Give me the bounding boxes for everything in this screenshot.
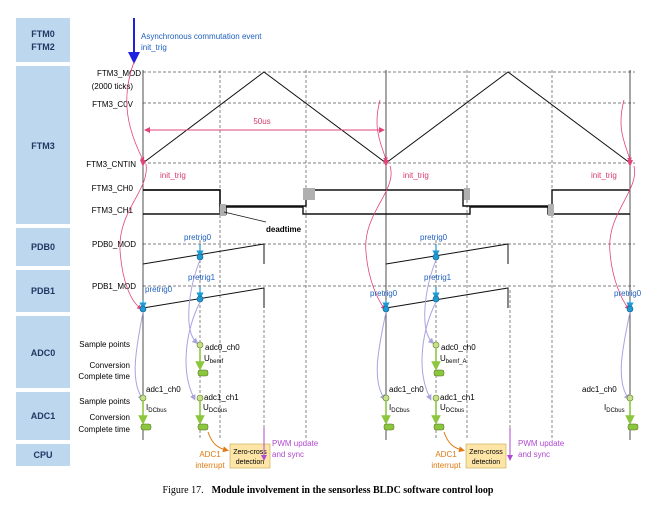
idcbus-label-1: IDCbus bbox=[146, 403, 167, 414]
adc0-samples bbox=[195, 341, 445, 377]
init-trig-label-3: init_trig bbox=[591, 171, 617, 180]
pdb-to-adc-curves bbox=[134, 259, 631, 401]
pwm-update-label-2: PWM update bbox=[518, 439, 565, 448]
pdb0-pretrig0-label-2: pretrig0 bbox=[420, 233, 448, 242]
module-box-cpu bbox=[16, 444, 70, 466]
label-adc1-sample-points: Sample points bbox=[79, 397, 130, 406]
pdb1-pretrig1-label-2: pretrig1 bbox=[424, 273, 452, 282]
zero-cross-label-2a: Zero-cross bbox=[469, 449, 503, 456]
label-ftm3-cntin: FTM3_CNTIN bbox=[86, 160, 136, 169]
module-label-ftm0: FTM0 bbox=[31, 29, 55, 39]
label-ftm3-cov: FTM3_C0V bbox=[92, 100, 134, 109]
module-label-adc1: ADC1 bbox=[31, 411, 56, 421]
deadtime-box-5 bbox=[309, 188, 315, 200]
idcbus-label-3: IDCbus bbox=[604, 403, 625, 414]
ftm3-counter-waveform bbox=[142, 71, 631, 164]
label-pdb0-mod: PDB0_MOD bbox=[92, 240, 136, 249]
module-box-adc1 bbox=[16, 392, 70, 440]
commutation-lines bbox=[142, 70, 631, 440]
zero-cross-label-1a: Zero-cross bbox=[233, 449, 267, 456]
module-label-pdb1: PDB1 bbox=[31, 286, 55, 296]
idcbus-label-2: IDCbus bbox=[389, 403, 410, 414]
module-box-ftm0-ftm2 bbox=[16, 18, 70, 62]
zero-cross-label-2b: detection bbox=[472, 459, 501, 466]
pdb1-pretrig1-label-1: pretrig1 bbox=[188, 273, 216, 282]
label-adc0-sample-points: Sample points bbox=[79, 340, 130, 349]
udcbus-label-1: UDCbus bbox=[203, 403, 227, 414]
pdb1-pretrig0-label-2: pretrig0 bbox=[370, 289, 398, 298]
adc1-interrupt-label-1b: interrupt bbox=[195, 461, 225, 470]
module-box-ftm3 bbox=[16, 66, 70, 224]
period-label: 50us bbox=[253, 117, 270, 126]
label-ftm3-mod: FTM3_MOD bbox=[97, 69, 141, 78]
module-box-adc0 bbox=[16, 316, 70, 388]
deadtime-box-2 bbox=[303, 188, 309, 200]
adc1-interrupt-arrow-1 bbox=[207, 431, 229, 453]
label-adc1-complete-time: Complete time bbox=[78, 425, 130, 434]
label-ftm3-ch1: FTM3_CH1 bbox=[92, 206, 134, 215]
adc1-interrupt-label-2a: ADC1 bbox=[435, 450, 457, 459]
signal-labels: FTM3_MOD (2000 ticks) FTM3_C0V FTM3_CNTI… bbox=[78, 69, 141, 434]
adc1-ch1-label-1: adc1_ch1 bbox=[204, 393, 239, 402]
udcbus-label-2: UDCbus bbox=[440, 403, 464, 414]
ubemf-label: Ubemf bbox=[204, 354, 223, 365]
pdb1-waveform bbox=[142, 287, 509, 309]
label-ticks: (2000 ticks) bbox=[92, 82, 134, 91]
pdb1-pretrig0-label-1: pretrig0 bbox=[145, 285, 173, 294]
module-box-pdb1 bbox=[16, 270, 70, 312]
module-label-ftm2: FTM2 bbox=[31, 42, 55, 52]
module-label-pdb0: PDB0 bbox=[31, 242, 55, 252]
adc1-ch1-label-2: adc1_ch1 bbox=[440, 393, 475, 402]
module-label-adc0: ADC0 bbox=[31, 348, 56, 358]
adc0-ch0-label-2: adc0_ch0 bbox=[441, 343, 476, 352]
module-column: FTM0 FTM2 FTM3 PDB0 PDB1 ADC0 ADC1 CPU bbox=[16, 18, 70, 466]
module-label-ftm3: FTM3 bbox=[31, 141, 55, 151]
adc1-interrupt-label-2b: interrupt bbox=[431, 461, 461, 470]
ftm3-ch0-waveform bbox=[143, 189, 225, 213]
deadtime-label: deadtime bbox=[266, 225, 302, 234]
deadtime-box-1 bbox=[220, 204, 226, 216]
adc1-interrupt-arrow-2 bbox=[443, 431, 465, 453]
pwm-update-label-1: PWM update bbox=[272, 439, 319, 448]
init-trig-curves bbox=[119, 61, 636, 310]
init-trig-label-1: init_trig bbox=[160, 171, 186, 180]
module-box-pdb0 bbox=[16, 228, 70, 266]
label-adc1-conversion: Conversion bbox=[90, 413, 130, 422]
trigger-marker-1 bbox=[140, 160, 146, 167]
zero-cross-label-1b: detection bbox=[236, 459, 265, 466]
figure-caption: Figure 17.Module involvement in the sens… bbox=[163, 485, 494, 496]
async-init-trig-label: init_trig bbox=[141, 43, 167, 52]
adc1-interrupt-label-1a: ADC1 bbox=[199, 450, 221, 459]
label-adc0-complete-time: Complete time bbox=[78, 372, 130, 381]
trigger-marker-2 bbox=[383, 160, 389, 167]
pdb0-pretrig0-label-1: pretrig0 bbox=[184, 233, 212, 242]
label-adc0-conversion: Conversion bbox=[90, 361, 130, 370]
adc1-ch0-label-3: adc1_ch0 bbox=[582, 385, 617, 394]
ubemf-a-label: Ubemf_A bbox=[440, 354, 466, 365]
deadtime-box-3 bbox=[464, 188, 470, 200]
adc1-samples bbox=[138, 394, 639, 431]
adc0-ch0-label-1: adc0_ch0 bbox=[205, 343, 240, 352]
pdb0-pretrig-markers bbox=[196, 244, 440, 261]
zero-cross-box-2 bbox=[465, 443, 507, 469]
adc1-ch0-label-1: adc1_ch0 bbox=[146, 385, 181, 394]
and-sync-label-2: and sync bbox=[518, 450, 550, 459]
module-label-cpu: CPU bbox=[33, 450, 52, 460]
init-trig-label-2: init_trig bbox=[403, 171, 429, 180]
async-event-label: Asynchronous commutation event bbox=[141, 32, 262, 41]
ftm3-ch0-line bbox=[143, 189, 630, 207]
trigger-marker-3 bbox=[627, 160, 633, 167]
adc1-ch0-label-2: adc1_ch0 bbox=[389, 385, 424, 394]
deadtime-box-4 bbox=[548, 204, 554, 216]
and-sync-label-1: and sync bbox=[272, 450, 304, 459]
pdb1-pretrig0-label-3: pretrig0 bbox=[614, 289, 642, 298]
ftm3-ch1-waveform bbox=[143, 206, 630, 215]
label-pdb1-mod: PDB1_MOD bbox=[92, 282, 136, 291]
deadtime-pointer bbox=[223, 211, 267, 223]
label-ftm3-ch0: FTM3_CH0 bbox=[92, 184, 134, 193]
pdb0-waveform bbox=[142, 243, 509, 265]
